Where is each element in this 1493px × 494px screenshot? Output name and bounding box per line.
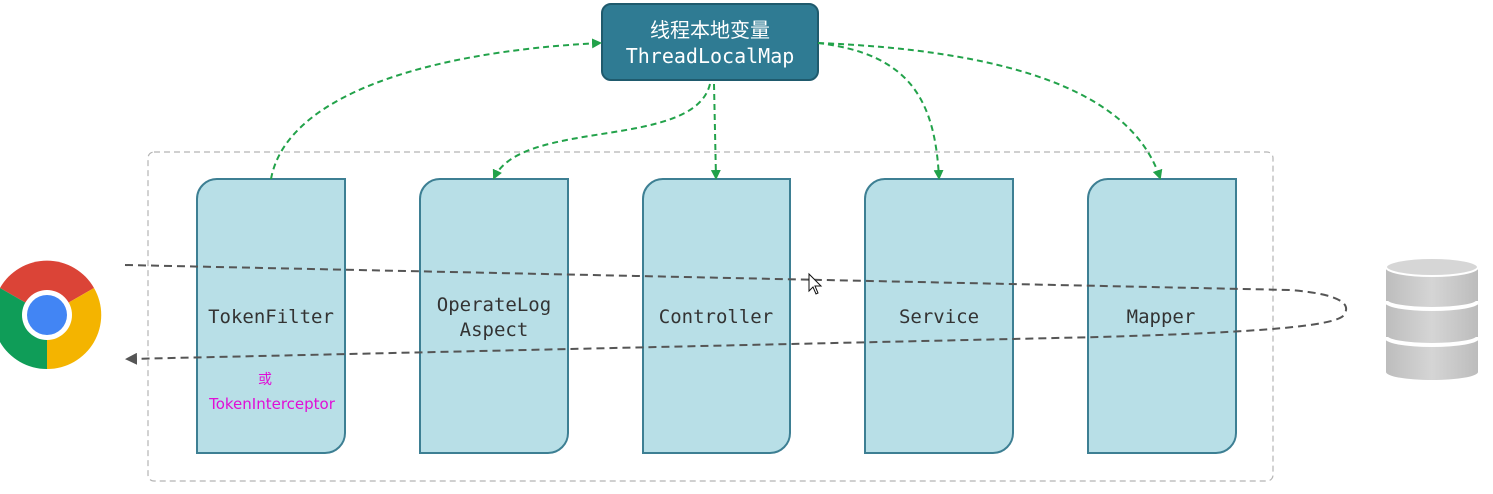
- component-box-operatelog: OperateLog Aspect: [418, 177, 569, 454]
- arrow-tokenfilter-to-threadlocal: [270, 38, 602, 180]
- arrow-threadlocal-to-operatelog: [492, 83, 711, 180]
- request-response-loop-arrow: [124, 264, 1348, 365]
- arrow-threadlocal-to-mapper: [817, 42, 1163, 180]
- chrome-logo-icon: [0, 260, 102, 370]
- component-box-tokenfilter: TokenFilter 或 TokenInterceptor: [195, 177, 346, 454]
- database-icon: [1384, 257, 1480, 380]
- request-scope-container: [147, 151, 1274, 482]
- token-interceptor-label: TokenInterceptor: [208, 395, 336, 413]
- component-label-operatelog-line1: OperateLog: [437, 294, 551, 316]
- component-box-controller: Controller: [641, 177, 791, 454]
- threadlocal-title-en: ThreadLocalMap: [626, 44, 795, 68]
- component-label-tokenfilter: TokenFilter: [208, 306, 334, 328]
- component-label-controller: Controller: [659, 306, 773, 328]
- component-label-operatelog-line2: Aspect: [460, 319, 529, 341]
- arrow-threadlocal-to-controller: [710, 83, 721, 180]
- component-box-mapper: Mapper: [1086, 177, 1237, 454]
- arrow-threadlocal-to-service: [817, 42, 944, 180]
- threadlocal-box: 线程本地变量 ThreadLocalMap: [601, 3, 819, 81]
- component-box-service: Service: [863, 177, 1014, 454]
- threadlocal-title-cn: 线程本地变量: [650, 18, 770, 42]
- or-label: 或: [258, 372, 272, 388]
- component-label-mapper: Mapper: [1127, 306, 1196, 328]
- component-label-service: Service: [899, 306, 979, 328]
- mouse-cursor-icon: [808, 272, 823, 295]
